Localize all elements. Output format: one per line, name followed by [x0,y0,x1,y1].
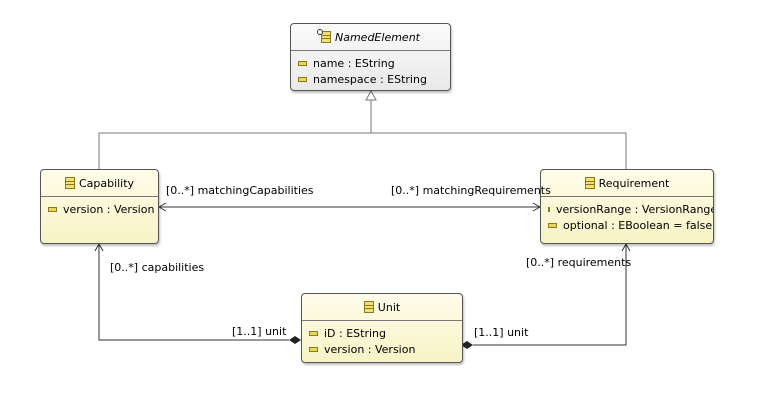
class-capability[interactable]: Capability version : Version [40,169,159,244]
attribute-label: versionRange : VersionRange [556,202,714,216]
arrow-to-capability [157,202,167,212]
class-requirement[interactable]: Requirement versionRange : VersionRange … [540,169,714,244]
label-unit-right: [1..1] unit [474,326,529,339]
class-name: Requirement [598,176,670,190]
attribute-label: name : EString [313,56,395,70]
attribute-label: iD : EString [324,326,387,340]
unit-requirement-line [473,244,627,346]
attribute-icon [298,60,307,66]
generalization-arrowhead [365,89,377,101]
attribute-icon [298,76,307,82]
attribute-row[interactable]: versionRange : VersionRange [541,201,713,217]
inheritance-line-requirement [371,132,627,169]
class-name: Capability [78,176,135,190]
attribute-row[interactable]: namespace : EString [291,71,450,87]
label-matching-capabilities: [0..*] matchingCapabilities [166,184,314,197]
class-header: Unit [302,294,462,321]
label-unit-left: [1..1] unit [232,325,287,338]
class-header: NamedElement [291,24,450,51]
attribute-icon [309,330,318,336]
attribute-label: namespace : EString [313,72,427,86]
abstract-class-icon [317,29,331,43]
class-icon [64,177,75,189]
class-icon [363,301,374,313]
arrow-to-requirement-up [621,242,631,252]
class-name: Unit [377,300,401,314]
attribute-icon [309,346,318,352]
attribute-icon [548,222,557,228]
attribute-row[interactable]: name : EString [291,55,450,71]
attribute-label: version : Version [63,202,155,216]
composition-diamond-right [461,341,473,349]
class-header: Capability [41,170,158,197]
attribute-row[interactable]: optional : EBoolean = false [541,217,713,233]
attribute-icon [48,206,57,212]
class-name: NamedElement [335,30,420,44]
attribute-row[interactable]: version : Version [302,341,462,357]
class-unit[interactable]: Unit iD : EString version : Version [301,293,463,363]
arrow-to-capability-up [94,242,104,252]
composition-diamond-left [289,336,301,344]
attribute-label: version : Version [324,342,416,356]
label-requirements: [0..*] requirements [526,256,632,269]
attribute-icon [548,206,550,212]
label-matching-requirements: [0..*] matchingRequirements [391,184,551,197]
attribute-label: optional : EBoolean = false [563,218,713,232]
class-icon [584,177,595,189]
class-header: Requirement [541,170,713,197]
attribute-row[interactable]: version : Version [41,201,158,217]
unit-capability-line [98,244,289,341]
label-capabilities: [0..*] capabilities [110,261,205,274]
inheritance-line-capability [98,132,371,169]
class-named-element[interactable]: NamedElement name : EString namespace : … [290,23,451,91]
attribute-row[interactable]: iD : EString [302,325,462,341]
